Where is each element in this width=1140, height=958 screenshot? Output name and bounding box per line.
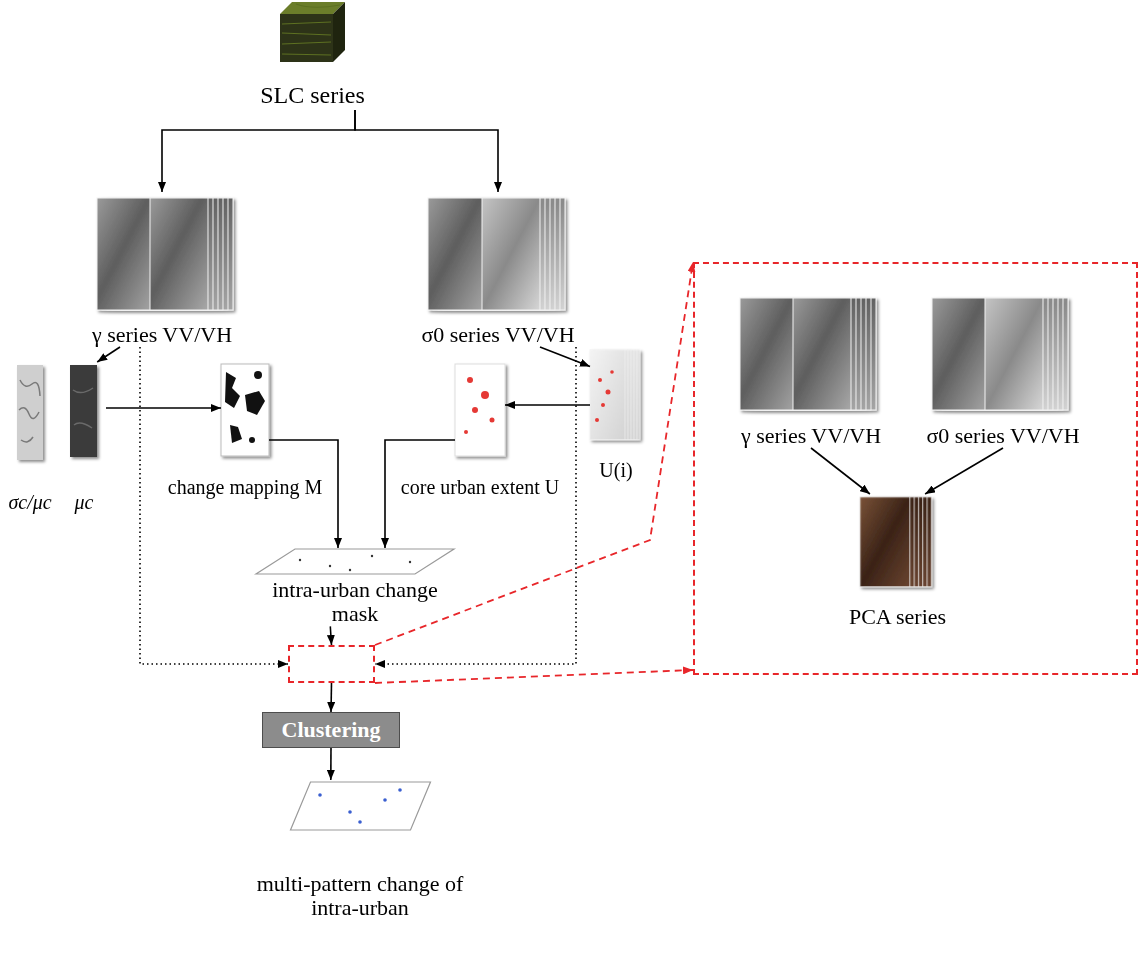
- spot: [467, 377, 473, 383]
- node-label: change mapping M: [168, 476, 322, 499]
- zoom-box: [288, 645, 375, 683]
- change-blotches: [225, 371, 265, 443]
- node-label: SLC series: [260, 82, 365, 110]
- mean-texture: [73, 388, 93, 428]
- gamma-vh-stack: [793, 298, 876, 410]
- dotted-connector: [375, 347, 576, 664]
- detail-box: γ series VV/VH σ0 series VV/VH PCA series: [693, 262, 1138, 675]
- slc-cube: [280, 2, 345, 62]
- node-label: Clustering: [282, 717, 381, 742]
- urban-spots: [464, 370, 614, 434]
- blotch: [245, 391, 265, 415]
- blotch: [254, 371, 262, 379]
- image-stack: PCA series: [840, 494, 955, 629]
- cv-texture: [19, 380, 40, 442]
- image-stack: σ0 series VV/VH: [418, 192, 578, 347]
- node-label: σc/μc: [8, 491, 51, 514]
- flow-arrow: [355, 110, 498, 192]
- node-label: core urban extent U: [401, 476, 559, 499]
- data-cube: SLC series: [245, 2, 380, 110]
- dot: [371, 555, 373, 557]
- flow-arrow: [330, 683, 332, 712]
- sheet-parallelogram: [256, 549, 454, 574]
- node-label: σ0 series VV/VH: [926, 423, 1079, 448]
- zoom-connector: [375, 670, 693, 683]
- blotch: [225, 372, 240, 408]
- image-panel: μc: [62, 362, 106, 514]
- spot: [472, 407, 478, 413]
- spot: [610, 370, 614, 374]
- flow-arrow: [540, 347, 590, 366]
- sheet-parallelogram: [290, 782, 430, 830]
- spot: [598, 378, 602, 382]
- flow-arrow: [106, 407, 221, 409]
- cube-texture: [282, 4, 340, 55]
- dot: [398, 788, 402, 792]
- image-stacks: [17, 198, 1068, 587]
- pattern-dots: [318, 788, 402, 824]
- image-stack: U(i): [590, 346, 642, 482]
- urban-image: [455, 364, 505, 456]
- dot: [329, 565, 331, 567]
- mask-dots: [299, 555, 411, 571]
- dot: [409, 561, 411, 563]
- mean-image: [70, 365, 97, 457]
- result-sheet: multi-pattern change of intra-urban: [250, 780, 471, 920]
- node-label: intra-urban change mask: [255, 578, 455, 626]
- image-stack: γ series VV/VH: [733, 298, 889, 448]
- node-label: U(i): [599, 459, 632, 482]
- flow-arrow: [925, 448, 1003, 494]
- node-label: σ0 series VV/VH: [421, 322, 574, 347]
- node-label: μc: [75, 491, 94, 514]
- image-stack: γ series VV/VH: [82, 192, 242, 347]
- flow-arrow: [162, 110, 355, 192]
- process-box: Clustering: [262, 712, 400, 748]
- sigma-vh-stack: [482, 198, 565, 310]
- spot: [606, 390, 611, 395]
- dot: [383, 798, 387, 802]
- spot: [464, 430, 468, 434]
- spot: [601, 403, 605, 407]
- flow-arrow: [330, 748, 332, 780]
- sigma-vh-stack: [985, 298, 1068, 410]
- mask-sheet: intra-urban change mask: [252, 548, 458, 626]
- flow-arrow: [330, 626, 331, 645]
- dot: [358, 820, 362, 824]
- dotted-connector: [140, 347, 288, 664]
- dot: [349, 569, 351, 571]
- spot: [595, 418, 599, 422]
- urban-stack: [590, 350, 640, 440]
- dot: [318, 793, 322, 797]
- image-panel: core urban extent U: [455, 364, 505, 456]
- blotch: [230, 425, 242, 443]
- spot: [481, 391, 489, 399]
- image-panel: change mapping M: [221, 364, 269, 456]
- gamma-vh-stack: [150, 198, 233, 310]
- spot: [490, 418, 495, 423]
- dot: [299, 559, 301, 561]
- node-label: γ series VV/VH: [92, 322, 232, 347]
- image-stack: σ0 series VV/VH: [923, 298, 1083, 448]
- change-image: [221, 364, 269, 456]
- flow-arrow: [811, 448, 870, 494]
- flow-arrow: [97, 347, 120, 362]
- cube-side: [333, 2, 345, 62]
- flow-arrow: [505, 404, 590, 406]
- dot: [348, 810, 352, 814]
- node-label: multi-pattern change of intra-urban: [253, 872, 468, 920]
- image-panel: σc/μc: [3, 362, 57, 514]
- blotch: [249, 437, 255, 443]
- pca-stack: [860, 497, 931, 587]
- node-label: γ series VV/VH: [741, 423, 881, 448]
- cv-image: [17, 365, 43, 460]
- node-label: PCA series: [849, 604, 946, 629]
